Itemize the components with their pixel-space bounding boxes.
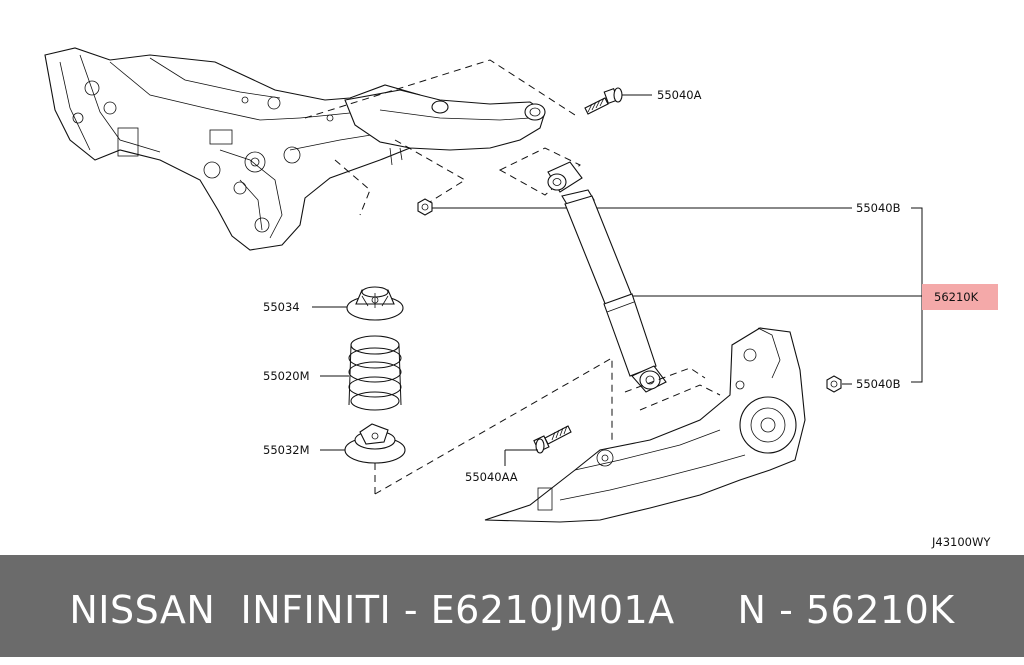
guide-line xyxy=(304,59,576,119)
callout-55034: 55034 xyxy=(263,300,300,314)
callout-55020m: 55020M xyxy=(263,369,310,383)
diagram-code: J43100WY xyxy=(931,535,991,549)
lower-arm-knuckle xyxy=(484,327,806,523)
callout-55040b-upper: 55040B xyxy=(856,201,901,215)
rear-subframe xyxy=(44,47,441,251)
callout-56210k: 56210K xyxy=(934,290,979,304)
exploded-view: 55040A 55040B 56210K 55040B xyxy=(44,47,998,549)
coil-spring xyxy=(348,335,402,411)
parts-diagram: 55040A 55040B 56210K 55040B xyxy=(44,47,998,549)
callout-highlight xyxy=(922,284,998,310)
guide-line xyxy=(374,357,613,495)
callout-bracket xyxy=(911,207,923,383)
upper-bolt xyxy=(584,87,623,115)
callout-55032m: 55032M xyxy=(263,443,310,457)
spring-upper-seat xyxy=(346,286,404,321)
caption-text: NISSAN INFINITI - E6210JM01A N - 56210K xyxy=(69,588,955,632)
guide-line xyxy=(639,384,721,411)
shock-absorber xyxy=(547,161,667,393)
lower-bolt xyxy=(533,425,572,454)
callout-55040b-lower: 55040B xyxy=(856,377,901,391)
callout-55040a: 55040A xyxy=(657,88,702,102)
upper-link-arm xyxy=(344,89,546,166)
guide-line xyxy=(394,139,466,206)
guide-line xyxy=(334,159,371,216)
caption-bar: NISSAN INFINITI - E6210JM01A N - 56210K xyxy=(0,555,1024,657)
lower-nut xyxy=(826,375,842,393)
guide-line xyxy=(498,147,581,196)
upper-nut xyxy=(417,198,433,216)
spring-lower-seat xyxy=(344,423,406,464)
callout-55040aa: 55040AA xyxy=(465,470,518,484)
